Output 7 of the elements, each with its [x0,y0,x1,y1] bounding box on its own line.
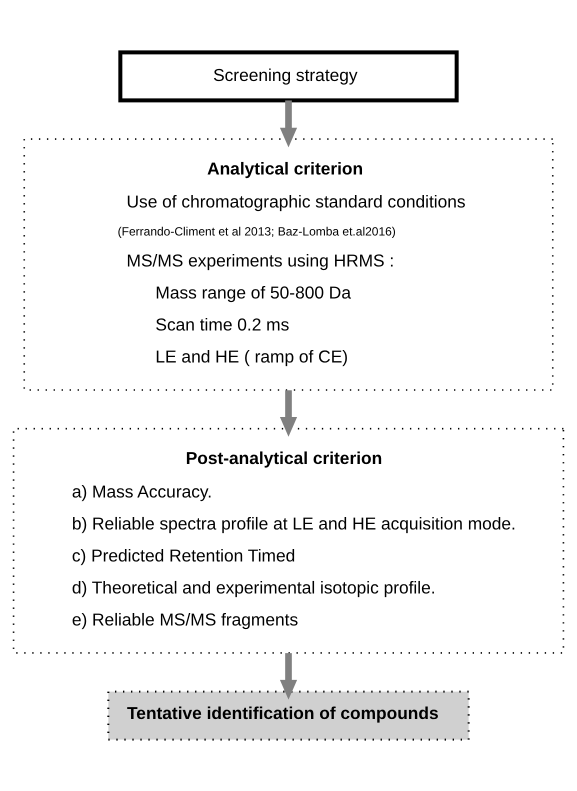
node-box: Post-analytical criterion a) Mass Accuracy. b) Reliable spectra profile at LE and HE acquisition mode. c) Predicted Retention Timed d) Theoretical and experimental isotopic profile. e) Reliable MS/MS fragments [12,427,564,654]
arrow [280,100,298,147]
arrow [280,652,298,700]
node-box: Tentative identification of compounds [107,690,470,740]
arrow [280,390,298,436]
node-box: Analytical criterion Use of chromatographic standard conditions (Ferrando-Climent et al 2013; Baz-Lomba et.al2016) MS/MS experiments using HRMS : Mass range of 50-800 Da Scan time 0.2 ms LE and HE ( ramp of CE) [23,138,554,390]
node-box: Screening strategy [118,50,459,102]
